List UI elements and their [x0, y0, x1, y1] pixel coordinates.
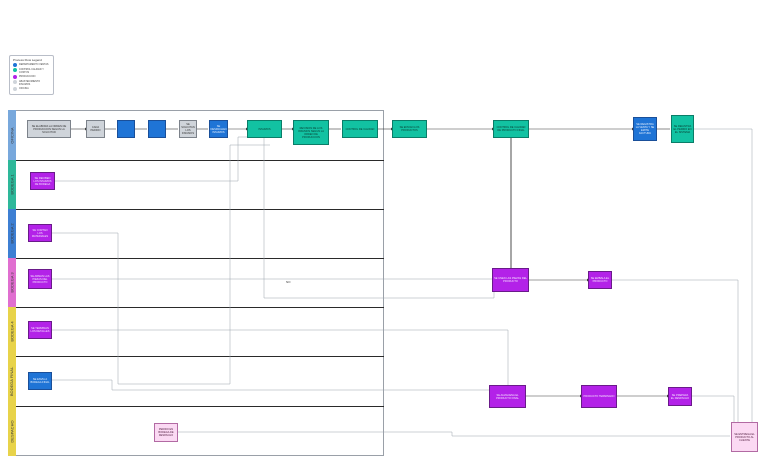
- process-node[interactable]: SE TERMINAN LOS DETALLES: [28, 321, 52, 339]
- process-node[interactable]: SE ARMAN LAS PIEZAS DEL PRODUCTO: [28, 269, 52, 289]
- legend-swatch-icon: [13, 80, 17, 84]
- legend-swatch-icon: [13, 87, 17, 91]
- process-node[interactable]: PEDIDO EN BODEGA DE DESPACHO: [154, 423, 178, 442]
- end-node[interactable]: SE ENTREGA EL PRODUCTO AL CLIENTE: [731, 422, 758, 452]
- legend-item: CONTROL CALIDAD Y COSTOS: [13, 68, 50, 74]
- lane-header: [8, 209, 16, 258]
- process-node[interactable]: SE EMBALA EL PRODUCTO: [588, 271, 612, 289]
- edge-label: NO: [286, 280, 291, 284]
- lane-divider: [16, 307, 384, 308]
- process-node[interactable]: SE SOLICITAN LOS INSUMOS: [179, 120, 197, 138]
- edge-p1-teal1: [55, 136, 264, 182]
- process-node[interactable]: SE ENVIAN LOS PRODUCTOS: [392, 120, 427, 138]
- legend-title: Process Flow Legend: [13, 58, 42, 62]
- legend-label: ABASTECIMIENTO INSUMOS: [19, 80, 41, 86]
- lane-divider: [16, 258, 384, 259]
- edge-pink1-pink2: [178, 431, 730, 437]
- legend-label: PRODUCCION: [19, 75, 36, 78]
- legend-label: DEPARTAMENTO VENTAS: [19, 63, 49, 66]
- edge-p6-pink2: [612, 279, 739, 422]
- edge-p2-teal1: [52, 144, 270, 385]
- process-node[interactable]: PRODUCTO TERMINADO: [581, 385, 617, 408]
- lane-header: [8, 160, 16, 209]
- legend-box: Process Flow Legend DEPARTAMENTO VENTAS C…: [9, 55, 54, 95]
- legend-swatch-icon: [13, 68, 17, 72]
- legend-item: PRODUCCION: [13, 75, 50, 79]
- edge-p9-pink2: [692, 395, 735, 422]
- process-node[interactable]: REVISION DE LOS INSUMOS SEGUN LA ORDEN D…: [293, 120, 329, 145]
- legend-label: CONTROL CALIDAD Y COSTOS: [19, 68, 44, 74]
- legend-items: DEPARTAMENTO VENTAS CONTROL CALIDAD Y COS…: [13, 63, 50, 91]
- process-node[interactable]: SE DESPACHAN INSUMOS: [209, 120, 228, 138]
- process-node[interactable]: SE RECIBEN LOS INSUMOS DE BODEGA: [30, 172, 55, 190]
- lane-divider: [16, 209, 384, 210]
- process-node[interactable]: SE ENVIA A BODEGA FINAL: [28, 372, 52, 390]
- process-node[interactable]: INSUMOS: [247, 120, 282, 138]
- process-node[interactable]: SE UNEN LAS PIEZAS DEL PRODUCTO: [492, 268, 529, 292]
- lane-divider: [16, 160, 384, 161]
- process-node[interactable]: [117, 120, 135, 138]
- legend-swatch-icon: [13, 63, 17, 67]
- process-node[interactable]: CONTROL DE CALIDAD: [342, 120, 378, 138]
- legend-swatch-icon: [13, 75, 17, 79]
- legend-item: ABASTECIMIENTO INSUMOS: [13, 80, 50, 86]
- process-node[interactable]: SE ALMACENA EL PRODUCTO FINAL: [489, 385, 526, 408]
- start-node[interactable]: SE ELABORA LA ORDEN DE PRODUCCION SEGUN …: [27, 120, 71, 138]
- process-node[interactable]: SE PREPARA EL DESPACHO: [668, 387, 692, 406]
- edge-teal6-pink2: [694, 128, 753, 422]
- lane-divider: [16, 406, 384, 407]
- process-node[interactable]: SE REGISTRA LA VENTA Y SE EMITE FACTURA: [633, 117, 657, 141]
- legend-label: OFICINA: [19, 87, 29, 90]
- process-node[interactable]: SE REGISTRA EL PEDIDO EN EL SISTEMA: [671, 115, 694, 143]
- process-node[interactable]: [148, 120, 166, 138]
- edge-blue5-p7: [52, 379, 490, 391]
- lane-header: [8, 110, 16, 160]
- process-node[interactable]: CADA PEDIDO: [86, 120, 105, 138]
- process-node[interactable]: CONTROL DE CALIDAD DE PRODUCTO FINAL: [493, 120, 529, 138]
- lane-header: [8, 406, 16, 456]
- legend-item: OFICINA: [13, 87, 50, 91]
- legend-item: DEPARTAMENTO VENTAS: [13, 63, 50, 67]
- lane-header: [8, 356, 16, 406]
- edge-p4-p7: [52, 329, 509, 385]
- lane-header: [8, 258, 16, 307]
- lane-header: [8, 307, 16, 356]
- process-node[interactable]: SE CORTAN LOS MATERIALES: [28, 224, 52, 242]
- lane-divider: [16, 356, 384, 357]
- edge-teal1-p5: [263, 137, 495, 299]
